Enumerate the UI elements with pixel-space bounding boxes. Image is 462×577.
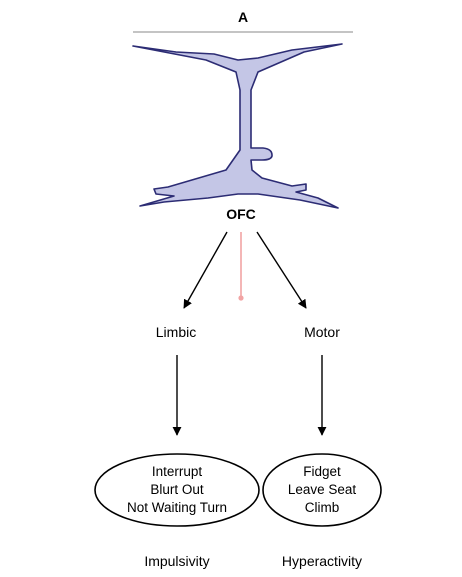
axon-terminal <box>238 295 244 301</box>
hyperactivity-behavior: Fidget <box>303 464 341 479</box>
limbic-label: Limbic <box>156 324 196 340</box>
arrow-ofc-to-limbic <box>183 231 228 309</box>
impulsivity-behavior: Not Waiting Turn <box>127 500 227 515</box>
impulsivity-behavior: Interrupt <box>152 464 203 479</box>
hyperactivity-behavior: Leave Seat <box>288 482 357 497</box>
hyperactivity-ellipse <box>262 453 382 527</box>
panel-label: A <box>238 9 248 25</box>
ofc-label: OFC <box>226 206 256 222</box>
neuron-shape <box>132 43 343 209</box>
impulsivity-behavior: Blurt Out <box>150 482 204 497</box>
arrow-ofc-to-motor <box>256 231 307 309</box>
hyperactivity-behavior: Climb <box>305 500 340 515</box>
hyperactivity-caption: Hyperactivity <box>282 553 362 569</box>
impulsivity-ellipse <box>94 453 260 527</box>
motor-label: Motor <box>304 324 340 340</box>
impulsivity-caption: Impulsivity <box>144 553 209 569</box>
